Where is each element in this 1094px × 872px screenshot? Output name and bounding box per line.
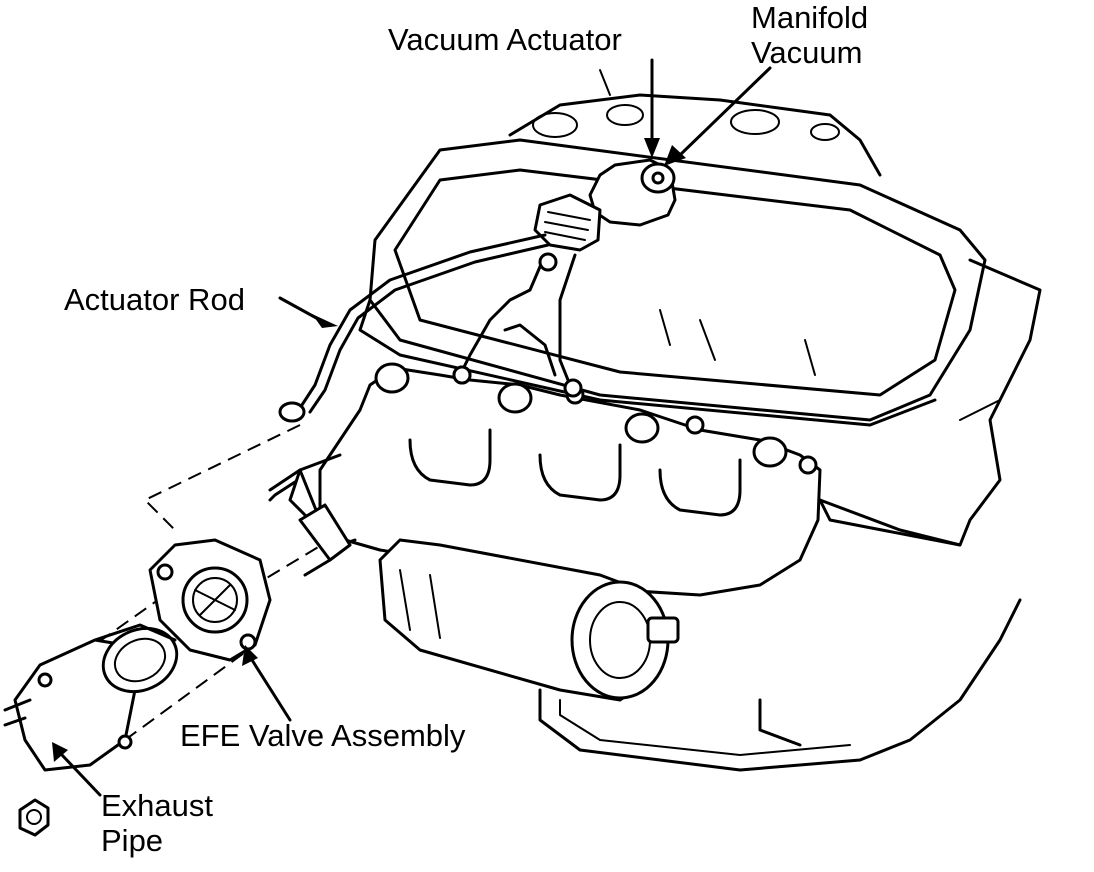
oil-pan	[538, 598, 1022, 772]
label-actuator-rod: Actuator Rod	[64, 282, 245, 317]
actuator-rod	[278, 233, 550, 423]
nut	[18, 798, 50, 837]
label-manifold-vacuum: Manifold Vacuum	[751, 0, 868, 70]
label-exhaust-pipe-line2: Pipe	[101, 823, 164, 858]
label-vacuum-actuator: Vacuum Actuator	[388, 22, 622, 57]
arrow-manifold-vacuum	[664, 145, 686, 166]
label-manifold-vacuum-line2: Vacuum	[751, 35, 863, 70]
efe-valve-assembly	[148, 468, 357, 662]
intake-manifold-rear	[508, 69, 882, 177]
arrow-efe-valve	[242, 645, 258, 666]
exhaust-pipe	[3, 623, 179, 772]
arrow-exhaust-pipe	[52, 742, 68, 762]
starter-motor	[378, 538, 680, 702]
arrow-actuator-rod	[312, 314, 338, 328]
label-exhaust-pipe-line1: Exhaust	[101, 788, 214, 823]
label-manifold-vacuum-line1: Manifold	[751, 0, 869, 35]
vacuum-actuator-assembly	[452, 158, 677, 398]
leader-arrows	[52, 58, 772, 797]
cylinder-head	[358, 258, 1042, 547]
label-actuator-rod-text: Actuator Rod	[64, 282, 245, 317]
label-efe-valve-assembly-text: EFE Valve Assembly	[180, 718, 466, 753]
label-efe-valve-assembly: EFE Valve Assembly	[180, 718, 465, 753]
arrow-vacuum-actuator	[644, 138, 660, 158]
label-exhaust-pipe: Exhaust Pipe	[101, 788, 213, 858]
label-vacuum-actuator-text: Vacuum Actuator	[388, 22, 622, 57]
